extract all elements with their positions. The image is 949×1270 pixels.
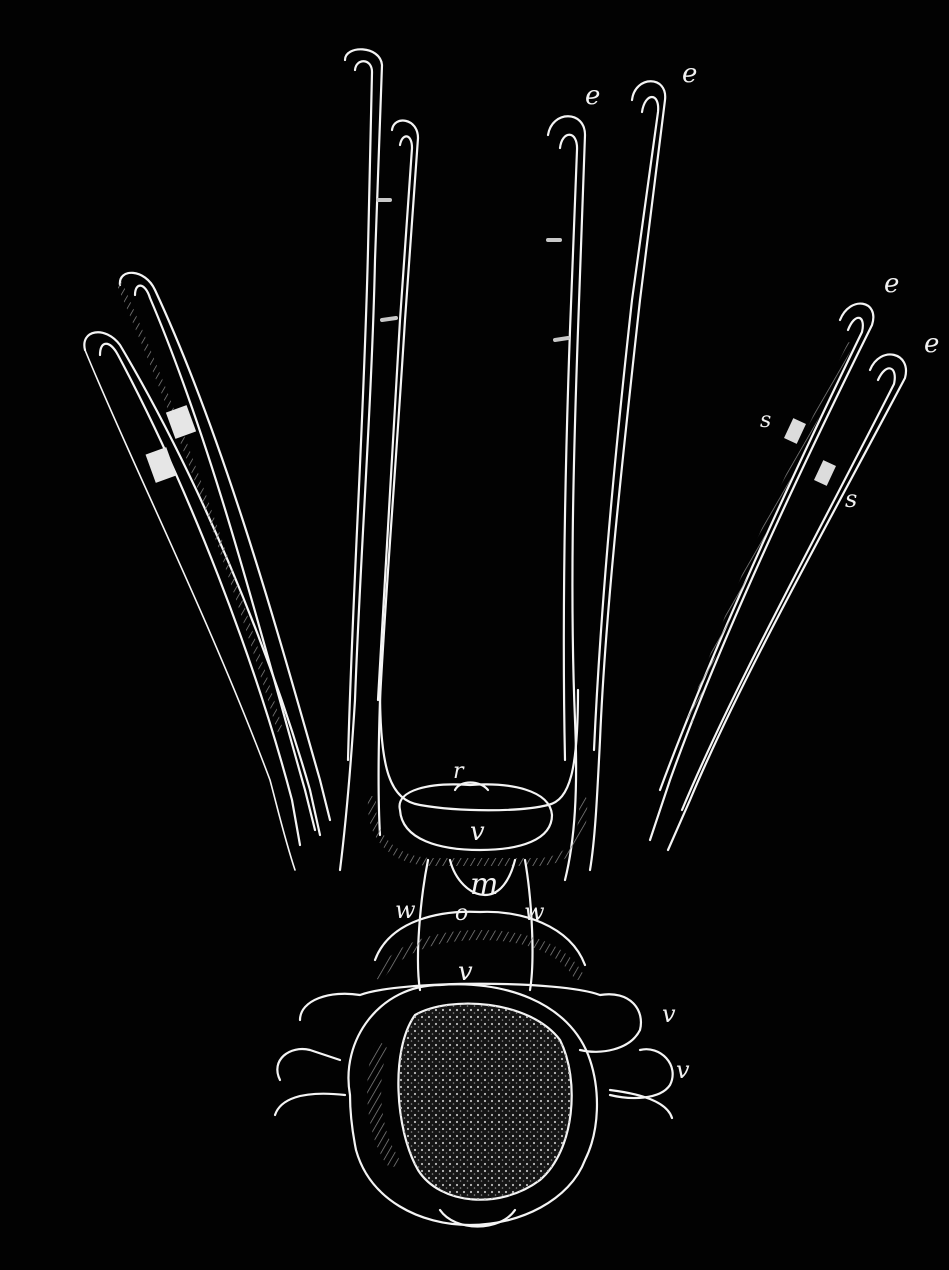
stomach	[348, 984, 597, 1226]
label-e: e	[884, 269, 899, 299]
label-e: e	[682, 59, 697, 89]
center-left-arms	[340, 49, 418, 870]
label-v: v	[662, 1000, 676, 1028]
label-v: v	[470, 817, 485, 847]
label-v: v	[458, 957, 473, 987]
label-m: m	[470, 867, 498, 902]
left-outer-arms	[84, 273, 330, 870]
label-e: e	[924, 329, 939, 359]
right-outer-arms	[650, 304, 906, 850]
label-w: w	[524, 898, 545, 926]
label-o: o	[455, 901, 468, 926]
label-w: w	[395, 896, 416, 924]
label-s: s	[845, 485, 857, 513]
label-v: v	[676, 1056, 690, 1084]
label-s: s	[760, 408, 771, 433]
center-right-arms	[548, 81, 665, 880]
label-e: e	[585, 81, 600, 111]
label-r: r	[453, 759, 465, 784]
